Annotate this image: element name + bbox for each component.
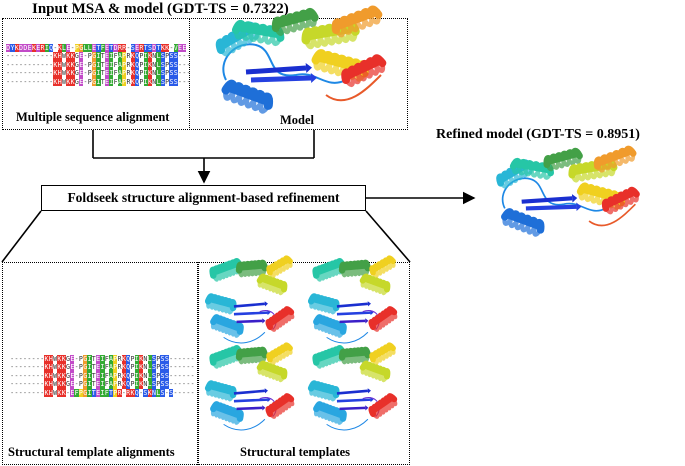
refinement-label: Foldseek structure alignment-based refin… (67, 190, 340, 205)
msa-row: --------KHWKKGE-PGITEIFAPRKQPIKNLSPSS---… (10, 371, 195, 381)
msa-row: -----------KHWKKGE-PGITEIFAPRKQPIKNLSPSS… (6, 77, 191, 86)
msa-row: --------KHWKKGE-PGITEIFAPRKQPIKNLSPSS---… (10, 380, 195, 389)
template-msa-block: --------KHWKKGE-PGITEIFAPRKQPIKNLSPSS---… (10, 355, 195, 397)
msa-row: DYKDDEKERIQ-KLE-PGLLETFETDRR-SERTSDTKK-V… (6, 44, 187, 53)
template-alignments-caption: Structural template alignments (8, 445, 175, 459)
structural-templates-caption: Structural templates (240, 445, 351, 459)
template-alignment-panel (2, 262, 199, 465)
structural-template-2 (307, 255, 398, 344)
refined-model-title: Refined model (GDT-TS = 0.8951) (436, 127, 640, 142)
refined-protein-structure (496, 145, 640, 237)
msa-row: -----------KHWKKGE-PGITEIFAPRKQPIKNLSPSS… (6, 52, 191, 61)
msa-row: -----------KHWKKGE-PGITEIFAPRKQPIKNLSPSS… (6, 60, 191, 70)
merge-connector (92, 130, 315, 184)
protein-model-structure (215, 5, 387, 114)
refinement-box: Foldseek structure alignment-based refin… (41, 185, 366, 211)
structural-template-3 (204, 342, 295, 431)
structural-template-1 (204, 255, 295, 344)
msa-block: DYKDDEKERIQ-KLE-PGLLETFETDRR-SERTSDTKK-V… (6, 44, 191, 86)
structural-templates-panel (197, 262, 410, 465)
msa-caption: Multiple sequence alignment (16, 110, 170, 124)
model-caption: Model (280, 113, 315, 127)
msa-row: -----------KHWKKGE-PGITEIFAPRKQPIKNLSPSS… (6, 69, 191, 78)
structural-template-4 (307, 342, 398, 431)
msa-row: --------KHWKKGE-PGITEIFAPRKQPIKNLSPSS---… (10, 355, 195, 364)
msa-row: --------KHWKK-EFPGITEIFTPR-RKQ-SKNLS-S--… (10, 388, 195, 397)
input-title: Input MSA & model (GDT-TS = 0.7322) (32, 1, 289, 17)
msa-row: --------KHWKKGE-PGITEIFAPRKQPIKNLSPSS---… (10, 363, 195, 372)
expansion-lines (1, 210, 411, 263)
